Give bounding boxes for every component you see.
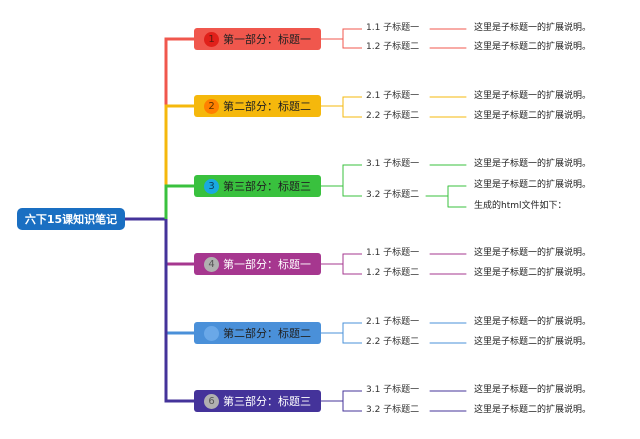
branch-label: 第三部分：标题三 (223, 395, 311, 408)
child-connector (321, 28, 362, 40)
subtopic-label[interactable]: 3.1 子标题一 (366, 159, 420, 169)
branch-label: 第一部分：标题一 (223, 33, 311, 46)
note-text[interactable]: 这里是子标题一的扩展说明。 (474, 23, 592, 33)
note-text[interactable]: 这里是子标题一的扩展说明。 (474, 248, 592, 258)
trunk-connector (164, 184, 194, 219)
child-connector (321, 96, 362, 107)
note-text[interactable]: 这里是子标题一的扩展说明。 (474, 159, 592, 169)
note-text[interactable]: 这里是子标题一的扩展说明。 (474, 385, 592, 395)
child-connector (321, 263, 362, 275)
branch-label: 第二部分：标题二 (223, 100, 311, 113)
subtopic-label[interactable]: 3.1 子标题一 (366, 385, 420, 395)
branch-label: 第二部分：标题二 (223, 327, 311, 340)
child-connector (321, 400, 362, 412)
note-text[interactable]: 这里是子标题二的扩展说明。 (474, 405, 592, 415)
subtopic-label[interactable]: 2.2 子标题二 (366, 111, 420, 121)
child-connector (321, 185, 362, 197)
note-text[interactable]: 这里是子标题二的扩展说明。 (474, 268, 592, 278)
branch-label: 第三部分：标题三 (223, 180, 311, 193)
number-badge-icon: 4 (204, 256, 219, 272)
note-text[interactable]: 这里是子标题二的扩展说明。 (474, 111, 592, 121)
note-text[interactable]: 这里是子标题二的扩展说明。 (474, 42, 592, 52)
subtopic-label[interactable]: 1.2 子标题二 (366, 268, 420, 278)
branch-node[interactable]: 2 第二部分：标题二 (194, 95, 321, 117)
subtopic-label[interactable]: 3.2 子标题二 (366, 190, 420, 200)
child-connector (321, 38, 362, 49)
number-badge-icon: 5 (204, 325, 219, 341)
number-badge-icon: 1 (204, 31, 219, 47)
note-text[interactable]: 这里是子标题二的扩展说明。 (474, 337, 592, 347)
number-badge-icon: 3 (204, 178, 219, 194)
note-text[interactable]: 这里是子标题一的扩展说明。 (474, 317, 592, 327)
trunk-connector (164, 219, 194, 266)
subtopic-label[interactable]: 2.1 子标题一 (366, 317, 420, 327)
number-badge-icon: 6 (204, 393, 219, 409)
subtopic-label[interactable]: 3.2 子标题二 (366, 405, 420, 415)
child-connector (321, 105, 362, 118)
trunk-connector (164, 219, 194, 403)
root-node[interactable]: 六下15课知识笔记 (17, 208, 125, 230)
child-connector (321, 322, 362, 334)
trunk-connector (164, 104, 194, 219)
subtopic-label[interactable]: 2.1 子标题一 (366, 91, 420, 101)
subtopic-label[interactable]: 1.1 子标题一 (366, 23, 420, 33)
branch-node[interactable]: 3 第三部分：标题三 (194, 175, 321, 197)
subtopic-label[interactable]: 2.2 子标题二 (366, 337, 420, 347)
branch-node[interactable]: 4 第一部分：标题一 (194, 253, 321, 275)
note-text[interactable]: 这里是子标题二的扩展说明。 (474, 180, 592, 190)
root-label: 六下15课知识笔记 (24, 213, 118, 226)
branch-node[interactable]: 1 第一部分：标题一 (194, 28, 321, 50)
child-connector (321, 390, 362, 402)
child-connector (321, 164, 362, 187)
note-text[interactable]: 生成的html文件如下： (474, 201, 567, 211)
trunk-connector (164, 219, 194, 335)
subtopic-label[interactable]: 1.1 子标题一 (366, 248, 420, 258)
branch-node[interactable]: 6 第三部分：标题三 (194, 390, 321, 412)
child-connector (321, 332, 362, 344)
number-badge-icon: 2 (204, 98, 219, 114)
branch-label: 第一部分：标题一 (223, 258, 311, 271)
branch-node[interactable]: 5 第二部分：标题二 (194, 322, 321, 344)
child-connector (321, 253, 362, 265)
trunk-connector (164, 37, 194, 219)
subtopic-label[interactable]: 1.2 子标题二 (366, 42, 420, 52)
note-text[interactable]: 这里是子标题一的扩展说明。 (474, 91, 592, 101)
